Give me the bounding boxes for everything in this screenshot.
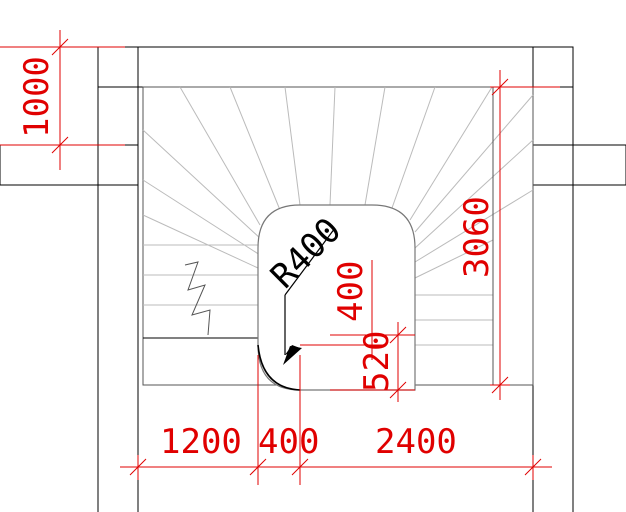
dim-stair-run: 3060 <box>457 196 497 278</box>
dim-well-height: 400 <box>331 261 371 322</box>
wall-left-lower <box>97 184 139 512</box>
dim-well-gap: 520 <box>357 331 397 392</box>
wall-top <box>97 46 574 88</box>
dimension-lines <box>0 30 560 485</box>
well-corner-arc <box>257 344 301 391</box>
opening-right <box>532 144 574 186</box>
wall-left-upper <box>97 46 139 146</box>
dim-right-flight: 2400 <box>375 422 457 462</box>
dim-left-flight: 1200 <box>160 422 242 462</box>
wall-right-lower <box>532 184 574 512</box>
wall-right-upper <box>532 46 574 146</box>
wall-left-stub <box>0 144 99 186</box>
dim-wall-opening: 1000 <box>17 56 57 138</box>
radius-leader <box>283 227 336 365</box>
opening-left <box>97 144 139 186</box>
stair-well <box>257 204 416 391</box>
wall-right-stub <box>572 144 626 186</box>
dim-well-width: 400 <box>258 422 319 462</box>
